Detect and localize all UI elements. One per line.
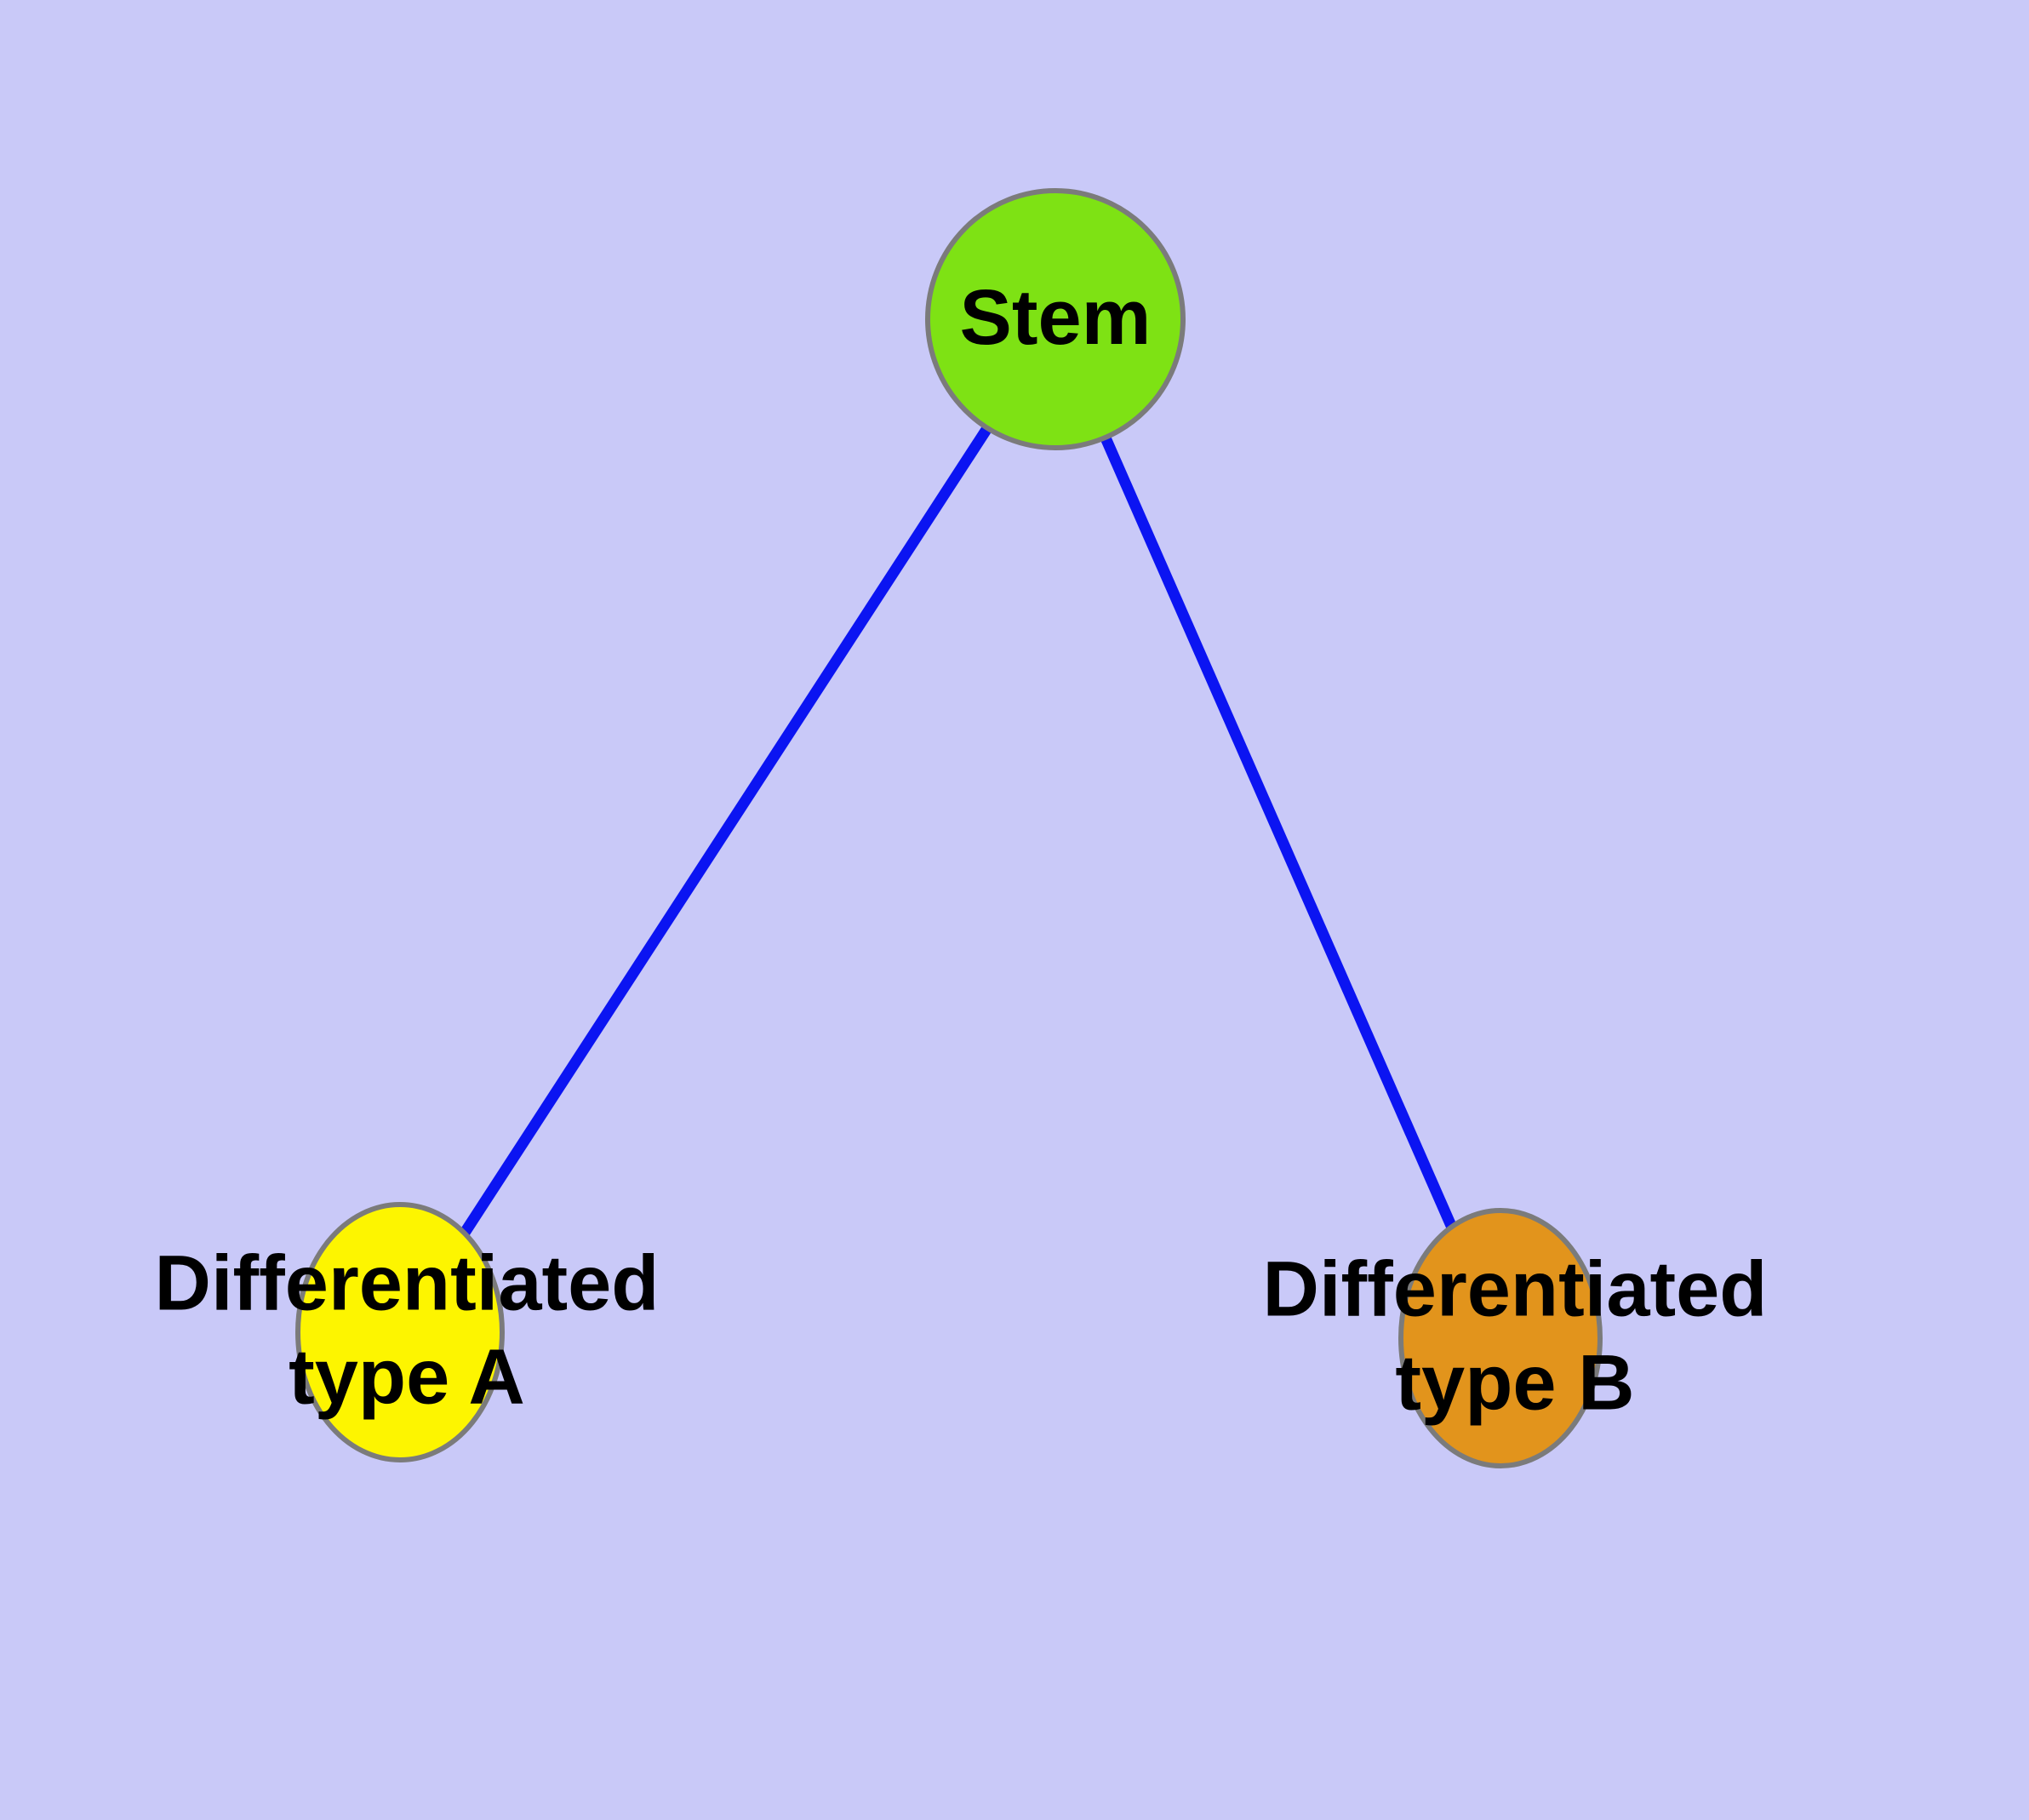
node-stem-shape[interactable] — [925, 188, 1186, 450]
edge-stem-to-type-a — [395, 320, 1060, 1336]
node-type-a-shape[interactable] — [295, 1202, 505, 1462]
edge-stem-to-type-b — [1050, 321, 1506, 1341]
node-type-b-shape[interactable] — [1398, 1208, 1603, 1468]
